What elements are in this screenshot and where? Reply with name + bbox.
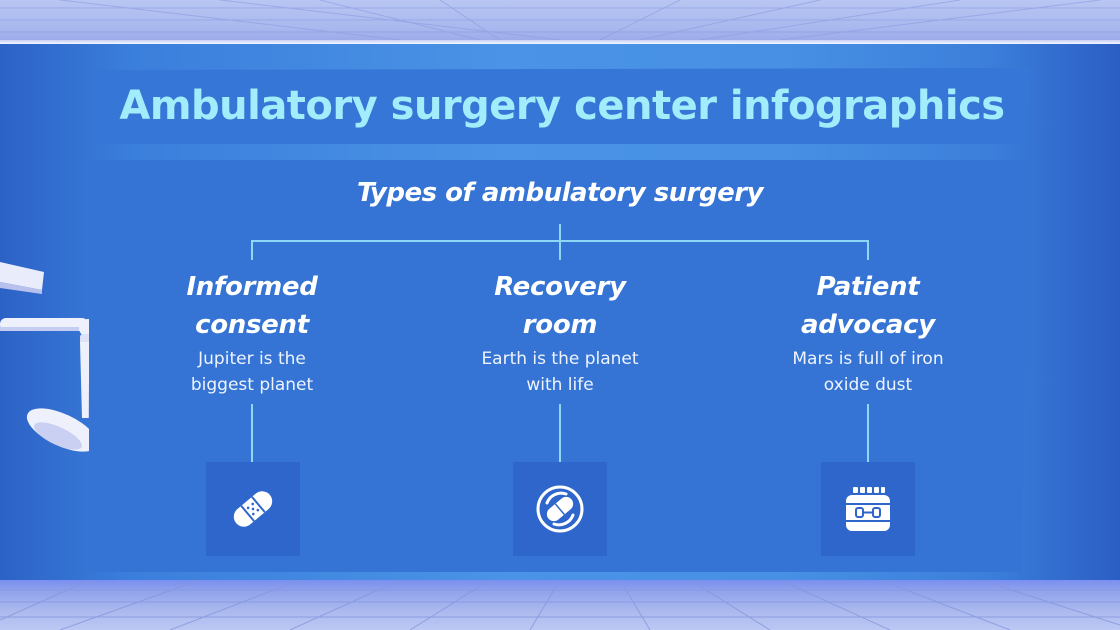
icon-box-informed-consent [206, 462, 300, 556]
item-description-line: Mars is full of iron [792, 349, 944, 369]
connector-branch-3 [867, 240, 869, 260]
item-heading-line: Recovery [494, 272, 626, 302]
item-heading: Recovery room [450, 268, 670, 344]
page-title: Ambulatory surgery center infographics [119, 83, 1005, 129]
connector-icon-1 [251, 404, 253, 462]
title-banner [92, 68, 1032, 144]
item-heading: Patient advocacy [758, 268, 978, 344]
item-description-line: Earth is the planet [481, 349, 639, 369]
ceiling-background [0, 0, 1120, 44]
connector-icon-3 [867, 404, 869, 462]
item-description-line: biggest planet [190, 375, 314, 395]
item-patient-advocacy: Patient advocacy Mars is full of iron ox… [758, 268, 978, 398]
item-description: Mars is full of iron oxide dust [758, 346, 978, 398]
item-heading: Informed consent [142, 268, 362, 344]
bandage-icon [233, 491, 273, 527]
item-heading-line: room [522, 310, 598, 340]
diagram-heading: Types of ambulatory surgery [356, 178, 764, 208]
item-informed-consent: Informed consent Jupiter is the biggest … [142, 268, 362, 398]
connector-branch-1 [251, 240, 253, 260]
item-description-line: with life [526, 375, 594, 395]
item-recovery-room: Recovery room Earth is the planet with l… [450, 268, 670, 398]
connector-branch-2 [559, 240, 561, 260]
item-heading-line: Informed [186, 272, 318, 302]
connector-icon-2 [559, 404, 561, 462]
pill-capsule-icon [536, 485, 584, 533]
medicine-jar-icon [846, 487, 890, 531]
item-description: Earth is the planet with life [450, 346, 670, 398]
item-description-line: Jupiter is the [198, 349, 306, 369]
floor-tiles [0, 580, 1120, 630]
item-heading-line: advocacy [801, 310, 935, 340]
icon-box-recovery-room [513, 462, 607, 556]
item-heading-line: consent [195, 310, 309, 340]
item-heading-line: Patient [816, 272, 920, 302]
surgical-lamp-illustration [0, 262, 98, 452]
icon-box-patient-advocacy [821, 462, 915, 556]
item-description: Jupiter is the biggest planet [142, 346, 362, 398]
item-description-line: oxide dust [823, 375, 913, 395]
